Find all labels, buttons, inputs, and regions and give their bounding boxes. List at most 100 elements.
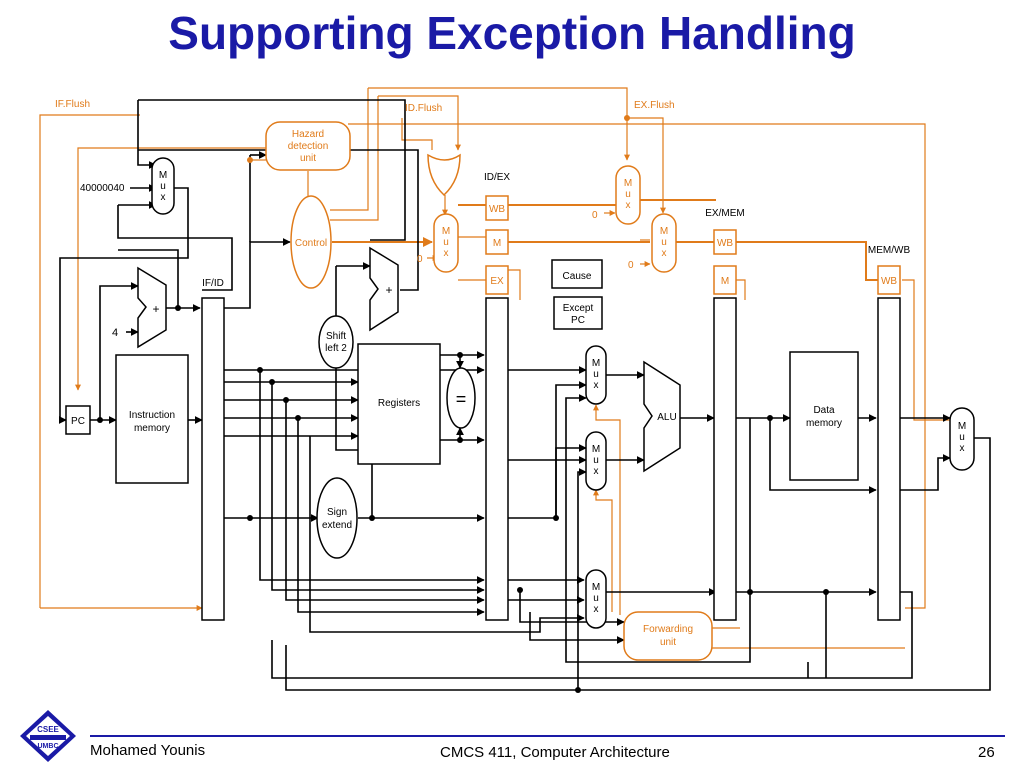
- svg-text:u: u: [593, 455, 599, 466]
- cause-register: [551, 259, 603, 289]
- svg-text:PC: PC: [571, 315, 585, 326]
- svg-text:+: +: [152, 302, 159, 316]
- svg-text:M: M: [958, 421, 966, 432]
- alu: [643, 360, 681, 473]
- svg-text:M: M: [159, 170, 167, 181]
- forwarding-unit: [623, 611, 713, 661]
- vector-constant: 40000040: [80, 183, 125, 194]
- svg-text:PC: PC: [71, 416, 85, 427]
- control-label: Control: [295, 238, 327, 249]
- svg-text:x: x: [662, 248, 667, 259]
- svg-text:u: u: [443, 237, 449, 248]
- slide-title: Supporting Exception Handling: [168, 7, 856, 59]
- footer-author: Mohamed Younis: [90, 742, 206, 759]
- pc-mux: [151, 157, 175, 215]
- svg-text:0: 0: [592, 210, 598, 221]
- svg-text:x: x: [960, 443, 965, 454]
- control-wires: [39, 87, 950, 649]
- pc-register: [65, 405, 91, 435]
- sign-extend: [316, 477, 358, 559]
- svg-text:Data: Data: [813, 405, 835, 416]
- branch-adder: [369, 246, 399, 332]
- svg-text:u: u: [593, 593, 599, 604]
- svg-text:Except: Except: [563, 303, 594, 314]
- four-constant: 4: [112, 327, 118, 339]
- svg-text:Shift: Shift: [326, 331, 346, 342]
- svg-text:u: u: [160, 181, 166, 192]
- control-unit: [290, 195, 332, 289]
- if-flush-wire: [39, 114, 140, 608]
- svg-text:M: M: [592, 444, 600, 455]
- pc-adder: [137, 266, 167, 349]
- ex-flush-mux-wb: [615, 165, 641, 225]
- or-gate: [427, 153, 461, 197]
- svg-text:Sign: Sign: [327, 507, 347, 518]
- svg-text:x: x: [594, 380, 599, 391]
- svg-text:M: M: [592, 582, 600, 593]
- svg-text:M: M: [442, 226, 450, 237]
- hazard-label-2: detection: [288, 141, 329, 152]
- svg-text:WB: WB: [489, 204, 505, 215]
- svg-text:0: 0: [628, 260, 634, 271]
- idex-label: ID/EX: [484, 172, 510, 183]
- memwb-wb: [877, 265, 901, 295]
- exmem-register: [713, 297, 737, 621]
- svg-text:Registers: Registers: [378, 398, 420, 409]
- svg-text:Forwarding: Forwarding: [643, 624, 693, 635]
- svg-text:M: M: [493, 238, 501, 249]
- svg-text:x: x: [594, 466, 599, 477]
- svg-text:=: =: [456, 389, 467, 409]
- shift-left-2: [318, 315, 354, 369]
- svg-text:x: x: [626, 200, 631, 211]
- svg-text:u: u: [625, 189, 631, 200]
- data-memory: [789, 351, 859, 481]
- csee-umbc-logo: CSEE UMBC: [20, 710, 76, 762]
- svg-text:ALU: ALU: [657, 412, 676, 423]
- idex-register: [485, 297, 509, 621]
- svg-text:M: M: [592, 358, 600, 369]
- id-flush-label: ID.Flush: [405, 103, 442, 114]
- svg-text:CSEE: CSEE: [37, 725, 59, 734]
- idex-ex: [485, 265, 509, 295]
- junction-dots: [97, 305, 829, 693]
- svg-text:WB: WB: [881, 276, 897, 287]
- except-pc-register: [553, 296, 603, 330]
- memwb-register: [877, 297, 901, 621]
- svg-text:M: M: [721, 276, 729, 287]
- alu-mux-b: [585, 431, 607, 491]
- exmem-wb: [713, 229, 737, 255]
- writeback-mux: [949, 407, 975, 471]
- regdst-mux: [585, 569, 607, 629]
- svg-text:M: M: [660, 226, 668, 237]
- svg-text:Instruction: Instruction: [129, 410, 175, 421]
- equality-comparator: [446, 367, 476, 429]
- footer-course: CMCS 411, Computer Architecture: [440, 744, 670, 761]
- pipeline-diagram: Hazard detection unit Control M u x 4000…: [39, 87, 991, 693]
- svg-text:extend: extend: [322, 520, 352, 531]
- footer-divider: [90, 735, 1005, 737]
- if-flush-label: IF.Flush: [55, 99, 90, 110]
- svg-text:0: 0: [417, 254, 423, 265]
- memwb-label: MEM/WB: [868, 245, 911, 256]
- ex-flush-label: EX.Flush: [634, 100, 675, 111]
- svg-text:x: x: [444, 248, 449, 259]
- id-flush-mux: [433, 213, 459, 273]
- exmem-label: EX/MEM: [705, 208, 744, 219]
- ex-flush-mux-m: [651, 213, 677, 273]
- svg-text:M: M: [624, 178, 632, 189]
- idex-wb: [485, 195, 509, 221]
- hazard-label-1: Hazard: [292, 129, 324, 140]
- datapath-wires: [58, 99, 991, 691]
- svg-text:u: u: [661, 237, 667, 248]
- svg-text:memory: memory: [806, 418, 842, 429]
- svg-text:x: x: [594, 604, 599, 615]
- svg-text:Cause: Cause: [563, 271, 592, 282]
- exmem-m: [713, 265, 737, 295]
- svg-text:u: u: [959, 432, 965, 443]
- svg-text:memory: memory: [134, 423, 170, 434]
- svg-text:EX: EX: [490, 276, 504, 287]
- alu-mux-a: [585, 345, 607, 405]
- hazard-detection-unit: [265, 121, 351, 171]
- svg-text:x: x: [161, 192, 166, 203]
- instruction-memory: [115, 354, 189, 484]
